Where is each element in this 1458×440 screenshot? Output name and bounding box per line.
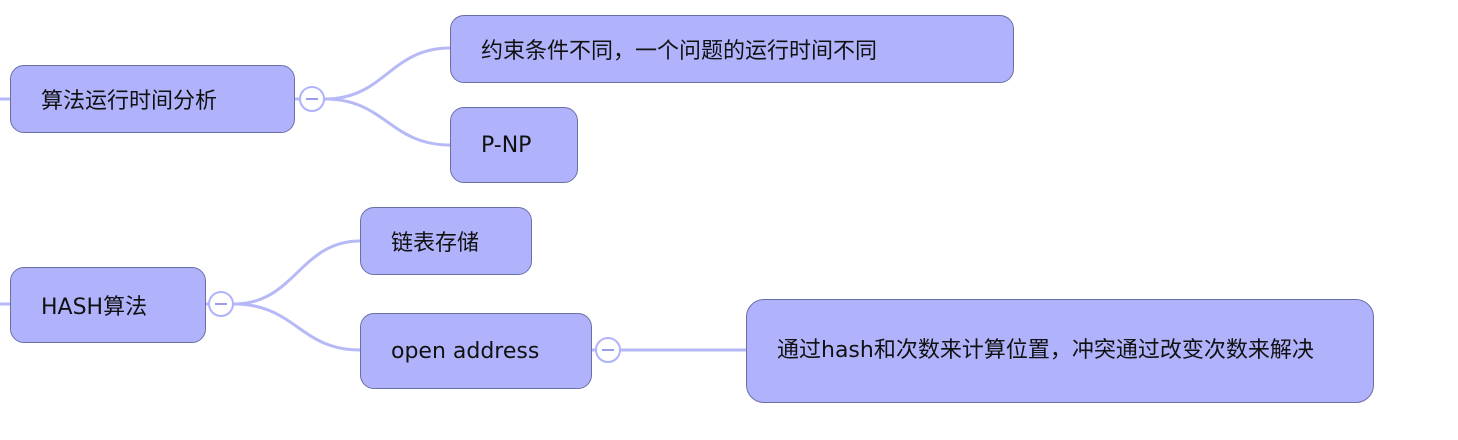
collapse-toggle-algo-runtime[interactable] bbox=[299, 86, 325, 112]
node-hash-algo[interactable]: HASH算法 bbox=[10, 267, 206, 343]
collapse-toggle-open-address[interactable] bbox=[595, 337, 621, 363]
node-open-address-detail-label: 通过hash和次数来计算位置，冲突通过改变次数来解决 bbox=[777, 338, 1314, 363]
link-to-constraints bbox=[323, 46, 452, 101]
collapse-minus-icon bbox=[602, 349, 614, 351]
collapse-minus-icon bbox=[215, 303, 227, 305]
node-hash-algo-label: HASH算法 bbox=[41, 295, 148, 320]
node-p-np[interactable]: P-NP bbox=[450, 107, 578, 183]
node-open-address-label: open address bbox=[391, 338, 540, 364]
node-algo-runtime-label: 算法运行时间分析 bbox=[41, 89, 218, 114]
node-p-np-label: P-NP bbox=[481, 132, 532, 158]
node-algo-runtime[interactable]: 算法运行时间分析 bbox=[10, 65, 295, 133]
link-to-open-address bbox=[232, 302, 362, 352]
node-constraints-label: 约束条件不同，一个问题的运行时间不同 bbox=[481, 39, 878, 64]
node-constraints[interactable]: 约束条件不同，一个问题的运行时间不同 bbox=[450, 15, 1014, 83]
collapse-toggle-hash-algo[interactable] bbox=[208, 291, 234, 317]
link-to-p-np bbox=[323, 97, 452, 147]
link-to-linked-storage bbox=[232, 239, 362, 306]
node-linked-storage-label: 链表存储 bbox=[391, 231, 480, 256]
node-open-address-detail[interactable]: 通过hash和次数来计算位置，冲突通过改变次数来解决 bbox=[746, 299, 1374, 403]
node-linked-storage[interactable]: 链表存储 bbox=[360, 207, 532, 275]
collapse-minus-icon bbox=[306, 98, 318, 100]
node-open-address[interactable]: open address bbox=[360, 313, 592, 389]
